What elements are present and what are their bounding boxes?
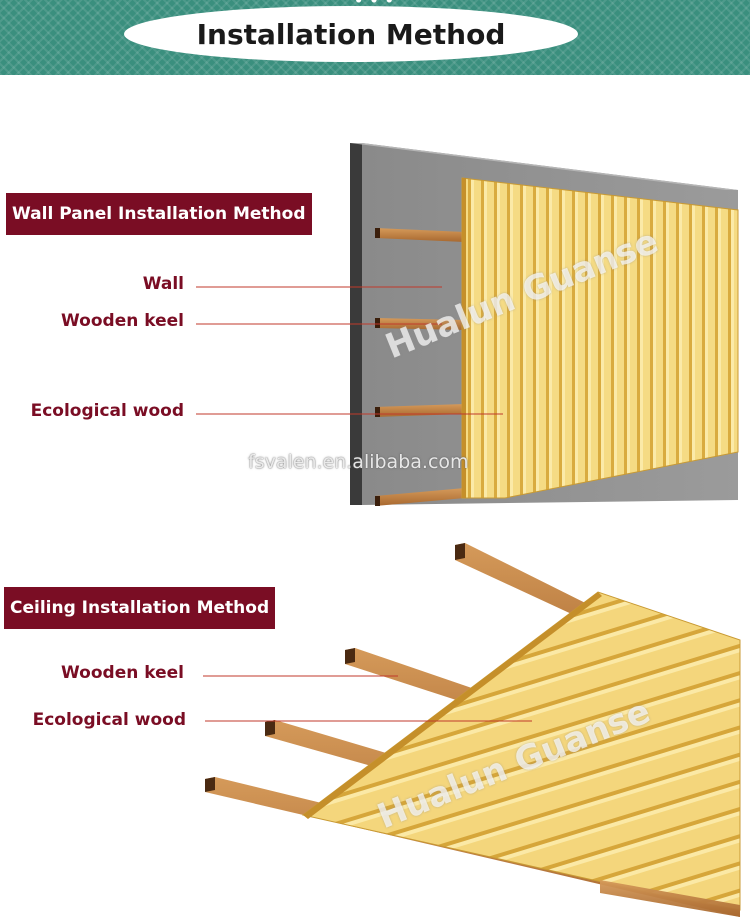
- header-decor: • • •: [355, 0, 395, 10]
- callout-wall-keel: Wooden keel: [61, 311, 184, 331]
- leader-lines: [196, 286, 532, 722]
- title-pill: Installation Method: [124, 6, 578, 62]
- header-band: • • • Installation Method: [0, 0, 750, 75]
- wall-section-label: Wall Panel Installation Method: [6, 193, 312, 235]
- callout-wall: Wall: [142, 274, 184, 294]
- site-watermark: fsvalen.en.alibaba.com: [248, 451, 469, 473]
- ceiling-section-label: Ceiling Installation Method: [4, 587, 276, 629]
- callout-wall-wood: Ecological wood: [30, 401, 184, 421]
- callout-ceiling-wood: Ecological wood: [32, 710, 186, 730]
- page-title: Installation Method: [196, 17, 506, 51]
- wall-panel: [461, 177, 739, 499]
- callout-ceiling-keel: Wooden keel: [61, 663, 184, 683]
